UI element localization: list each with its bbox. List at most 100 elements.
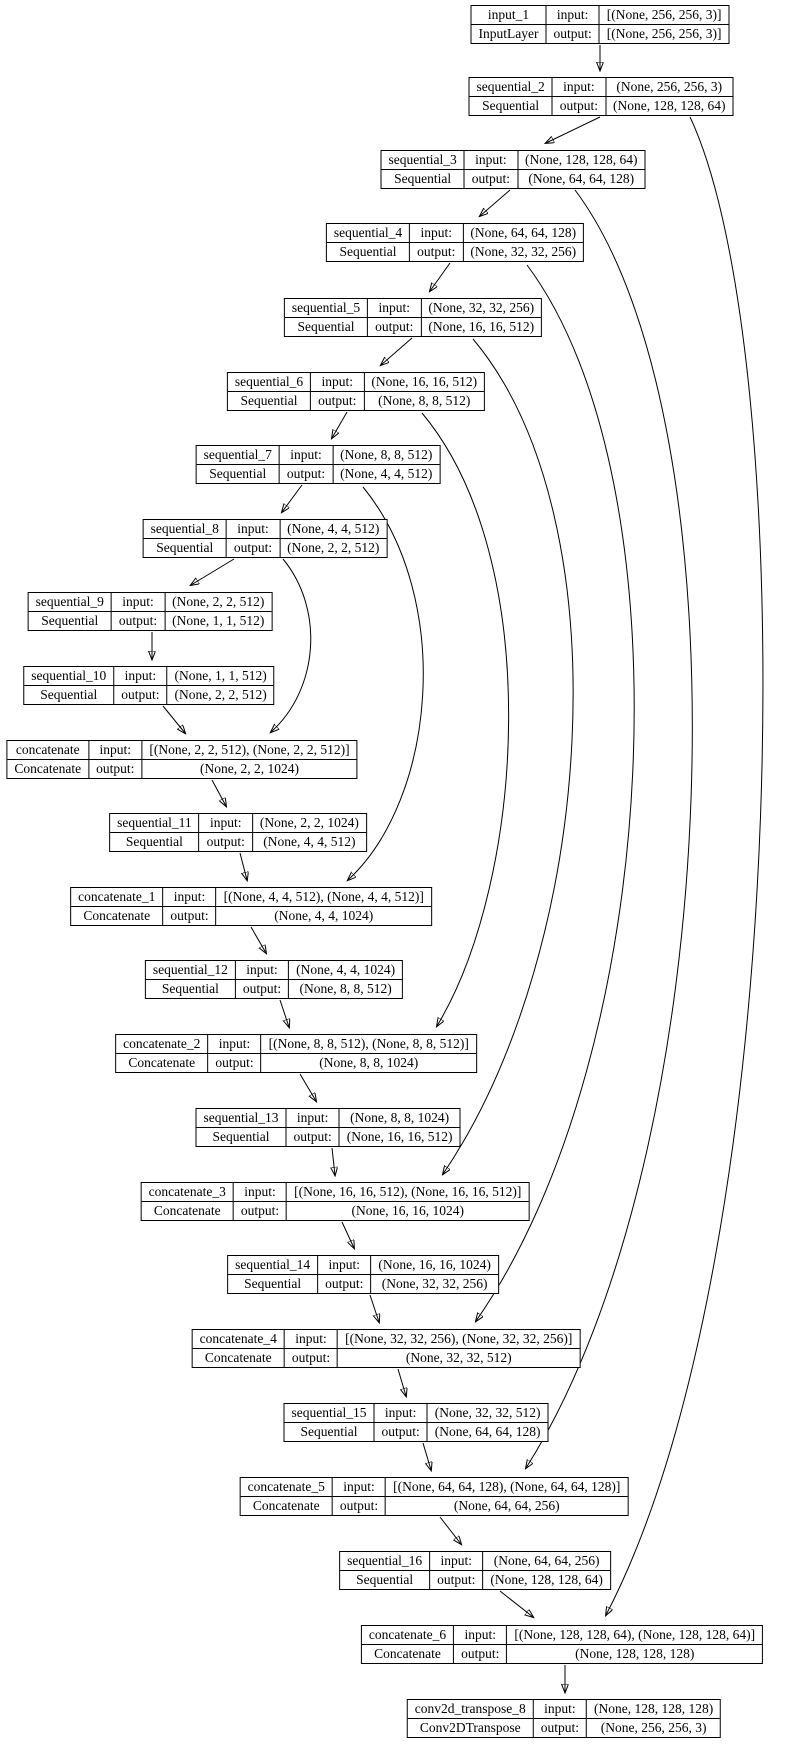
output-shape: (None, 4, 4, 1024) [274,908,374,923]
output-shape: (None, 8, 8, 1024) [319,1055,419,1070]
layer-name: input_1 [471,6,547,25]
edge-sequential_6-sequential_7 [332,411,348,438]
layer-name: concatenate_3 [141,1183,234,1202]
input-label: input: [410,224,464,243]
input-label: input: [533,1700,588,1719]
input-shape: (None, 8, 8, 512) [333,446,440,465]
layer-node-sequential_14: sequential_14 input: (None, 16, 16, 1024… [227,1255,499,1294]
layer-node-sequential_2: sequential_2 input: (None, 256, 256, 3) … [468,77,734,116]
layer-node-concatenate: concatenate input: [(None, 2, 2, 512), (… [6,740,358,779]
layer-type: Concatenate [116,1054,209,1072]
output-shape: (None, 64, 64, 128) [528,171,635,186]
output-shape: (None, 256, 256, 3) [600,1720,707,1735]
layer-type: Concatenate [7,760,90,778]
output-label: output: [200,833,253,851]
layer-node-concatenate_3: concatenate_3 input: [(None, 16, 16, 512… [140,1182,530,1221]
edge-sequential_7-sequential_8 [282,484,303,512]
output-shape: (None, 128, 128, 64) [613,98,726,113]
input-label: input: [318,1256,372,1275]
output-shape: (None, 32, 32, 512) [405,1350,512,1365]
layer-node-concatenate_1: concatenate_1 input: [(None, 4, 4, 512),… [70,887,432,926]
edge-concatenate_5-sequential_16 [439,1516,461,1544]
input-label: input: [368,299,422,318]
layer-node-sequential_12: sequential_12 input: (None, 4, 4, 1024) … [144,960,404,999]
input-label: input: [374,1404,428,1423]
output-shape: (None, 32, 32, 256) [470,244,577,259]
output-label: output: [280,465,334,483]
output-label: output: [286,1128,340,1146]
edge-concatenate_2-sequential_13 [299,1073,316,1101]
layer-node-concatenate_6: concatenate_6 input: [(None, 128, 128, 6… [360,1625,764,1664]
output-label: output: [208,1054,262,1072]
edge-skip-sequential_4-concatenate_4 [476,264,635,1321]
output-label: output: [311,392,365,410]
output-label: output: [112,612,166,630]
layer-name: sequential_3 [381,151,465,170]
output-shape: (None, 64, 64, 128) [434,1424,541,1439]
edge-sequential_10-concatenate [162,705,185,733]
layer-type: Sequential [110,833,200,851]
layer-type: Sequential [228,1275,319,1293]
input-shape: (None, 4, 4, 1024) [289,961,403,980]
layer-name: sequential_14 [228,1256,319,1275]
input-shape: [(None, 2, 2, 512), (None, 2, 2, 512)] [142,741,357,760]
layer-node-sequential_15: sequential_15 input: (None, 32, 32, 512)… [283,1403,549,1442]
layer-node-sequential_4: sequential_4 input: (None, 64, 64, 128) … [325,223,585,262]
input-shape: [(None, 256, 256, 3)] [599,6,729,25]
layer-type: Sequential [197,1128,287,1146]
layer-node-conv2d_transpose_8: conv2d_transpose_8 input: (None, 128, 12… [406,1699,722,1738]
input-label: input: [163,888,217,907]
output-label: output: [368,318,422,336]
input-shape: (None, 32, 32, 256) [421,299,542,318]
output-shape: (None, 4, 4, 512) [340,466,433,481]
layer-name: sequential_9 [28,593,112,612]
input-label: input: [311,373,365,392]
input-shape: (None, 1, 1, 512) [167,667,274,686]
output-shape: (None, 128, 128, 128) [575,1646,695,1661]
layer-node-sequential_10: sequential_10 input: (None, 1, 1, 512) S… [23,666,275,705]
layer-node-sequential_13: sequential_13 input: (None, 8, 8, 1024) … [195,1108,461,1147]
layer-name: concatenate_1 [71,888,164,907]
input-shape: [(None, 8, 8, 512), (None, 8, 8, 512)] [261,1035,476,1054]
input-shape: (None, 128, 128, 64) [518,151,645,170]
output-shape: (None, 4, 4, 512) [263,834,356,849]
layer-type: Sequential [24,686,115,704]
output-shape: (None, 8, 8, 512) [378,393,471,408]
input-shape: [(None, 128, 128, 64), (None, 128, 128, … [507,1626,763,1645]
edge-sequential_2-sequential_3 [546,116,601,143]
layer-type: Concatenate [71,907,164,925]
layer-name: sequential_12 [145,961,236,980]
output-shape: (None, 1, 1, 512) [172,613,265,628]
layer-node-input_1: input_1 input: [(None, 256, 256, 3)] Inp… [470,5,730,44]
layer-type: Sequential [285,1423,375,1441]
input-label: input: [286,1109,340,1128]
edge-skip-sequential_8-concatenate [271,558,312,732]
edge-concatenate_1-sequential_12 [250,926,266,953]
input-shape: (None, 16, 16, 1024) [371,1256,498,1275]
output-shape: (None, 64, 64, 256) [453,1498,560,1513]
edge-skip-sequential_3-concatenate_5 [526,189,693,1468]
layer-type: Sequential [382,170,465,188]
layer-node-concatenate_4: concatenate_4 input: [(None, 32, 32, 256… [191,1329,581,1368]
output-label: output: [333,1497,387,1515]
output-label: output: [285,1349,339,1367]
layer-name: sequential_16 [340,1552,431,1571]
layer-type: Sequential [470,97,553,115]
layer-type: Sequential [146,980,236,998]
input-label: input: [226,520,281,539]
layer-type: Concatenate [193,1349,285,1367]
output-label: output: [374,1423,428,1441]
edge-concatenate_4-sequential_15 [397,1368,406,1396]
layer-node-sequential_7: sequential_7 input: (None, 8, 8, 512) Se… [195,445,441,484]
layer-name: sequential_2 [469,78,553,97]
input-shape: [(None, 32, 32, 256), (None, 32, 32, 256… [338,1330,580,1349]
layer-name: sequential_4 [326,224,411,243]
output-shape: (None, 2, 2, 512) [174,687,267,702]
layer-node-sequential_8: sequential_8 input: (None, 4, 4, 512) Se… [142,519,388,558]
input-shape: [(None, 64, 64, 128), (None, 64, 64, 128… [386,1478,628,1497]
input-label: input: [235,961,290,980]
edge-concatenate_3-sequential_14 [341,1221,354,1248]
edge-skip-sequential_7-concatenate_1 [348,486,424,880]
layer-name: sequential_6 [227,373,312,392]
